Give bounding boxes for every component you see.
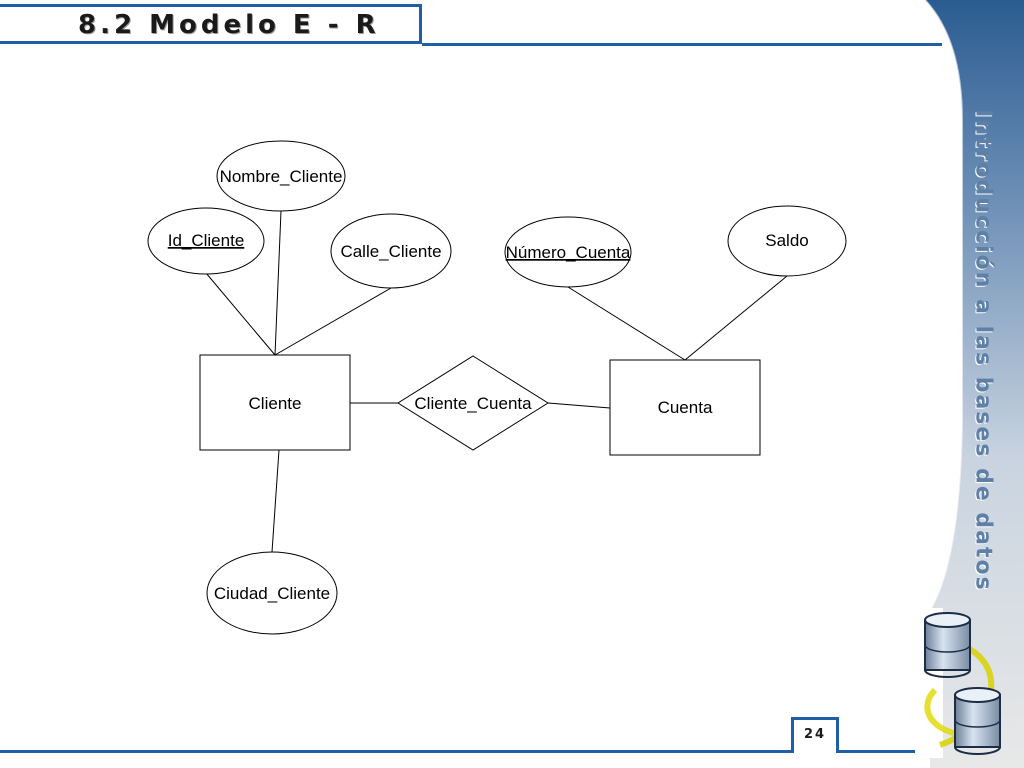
attribute-label: Número_Cuenta: [506, 243, 631, 262]
page-number-box: [791, 717, 839, 753]
entity-cuenta: Cuenta: [609, 359, 761, 456]
attribute-nombre-cliente: Nombre_Cliente: [216, 140, 346, 212]
attribute-label: Ciudad_Cliente: [214, 584, 330, 603]
attribute-numero-cuenta: Número_Cuenta: [504, 216, 632, 288]
entity-label: Cuenta: [658, 398, 713, 417]
footer-rule: [0, 750, 915, 753]
attribute-label: Saldo: [765, 231, 808, 250]
attribute-calle-cliente: Calle_Cliente: [330, 213, 452, 289]
connector-cliente-ciudad: [271, 449, 280, 553]
slide-title: 8.2 Modelo E - R: [78, 10, 380, 40]
relationship-label: Cliente_Cuenta: [414, 394, 532, 413]
entity-cliente: Cliente: [199, 354, 351, 451]
relationship-cliente-cuenta: Cliente_Cuenta: [397, 355, 549, 451]
attribute-label: Calle_Cliente: [340, 242, 441, 261]
attribute-label: Id_Cliente: [168, 231, 245, 250]
connector-cliente-calle: [274, 287, 392, 356]
connector-cliente-nombre: [274, 210, 282, 356]
connector-relacion-cuenta: [547, 402, 611, 409]
attribute-label: Nombre_Cliente: [220, 167, 343, 186]
page-number: 24: [803, 727, 827, 742]
attribute-id-cliente: Id_Cliente: [147, 207, 265, 275]
database-icon: [924, 612, 1001, 755]
connector-cliente-id: [205, 272, 276, 356]
connector-cuenta-numero: [567, 286, 686, 361]
attribute-saldo: Saldo: [727, 205, 847, 277]
title-box: [0, 4, 422, 44]
connector-cuenta-saldo: [684, 275, 788, 361]
header-rule: [422, 43, 942, 46]
attribute-ciudad-cliente: Ciudad_Cliente: [206, 551, 338, 635]
entity-label: Cliente: [249, 394, 302, 413]
